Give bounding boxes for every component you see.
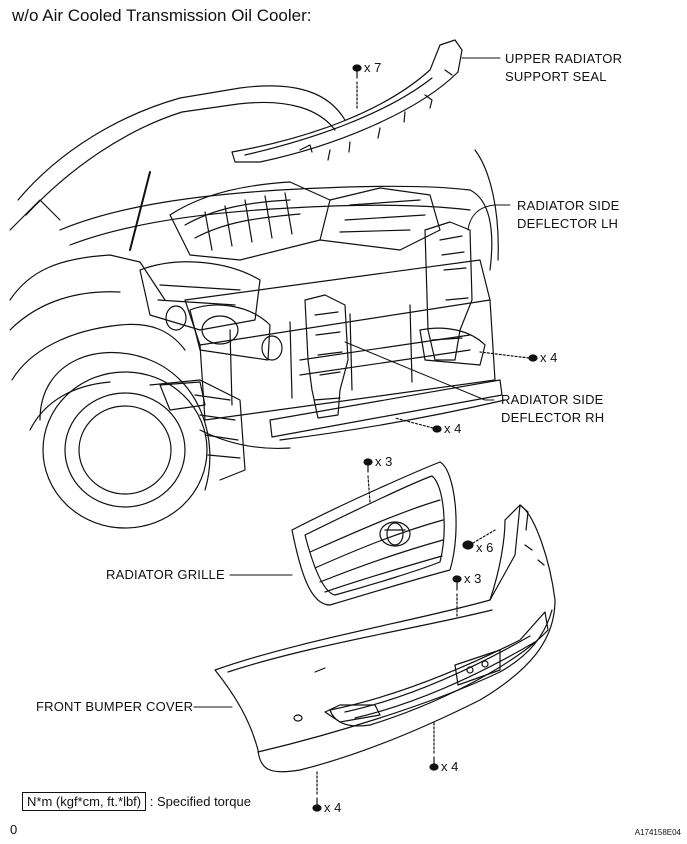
- seal-clip-icon: [352, 64, 362, 111]
- vehicle-body: [9, 85, 499, 431]
- corner-mark: 0: [10, 822, 18, 837]
- torque-unit-box: N*m (kgf*cm, ft.*lbf): [22, 792, 147, 811]
- upper-seal-label-line2: SUPPORT SEAL: [505, 69, 607, 84]
- upper-radiator-support-seal-label: UPPER RADIATOR SUPPORT SEAL: [505, 50, 622, 86]
- deflector-rh-label-line2: DEFLECTOR RH: [501, 410, 605, 425]
- radiator-side-deflector-rh-label: RADIATOR SIDE DEFLECTOR RH: [501, 391, 604, 427]
- torque-legend: N*m (kgf*cm, ft.*lbf) : Specified torque: [22, 792, 251, 811]
- grille-top-clip-icon: [363, 458, 373, 503]
- bumper-side-clip-count: x 6: [476, 540, 494, 555]
- figure-id: A174158E04: [634, 828, 681, 837]
- deflector-rh-label-line1: RADIATOR SIDE: [501, 392, 604, 407]
- grille-bottom-clip-icon: [452, 575, 462, 619]
- upper-seal-label-line1: UPPER RADIATOR: [505, 51, 623, 66]
- deflector-rh-clip-icon: [394, 417, 442, 433]
- bumper-bottom-clip-icon: [312, 771, 322, 812]
- leader-lines: [193, 57, 511, 708]
- deflector-lh-label-line2: DEFLECTOR LH: [517, 216, 619, 231]
- front-bumper-cover-label: FRONT BUMPER COVER: [36, 699, 194, 714]
- bumper-bottom-clip-count: x 4: [324, 800, 342, 815]
- radiator-side-deflector-lh: [424, 221, 473, 361]
- deflector-lh-clip-count: x 4: [540, 350, 558, 365]
- front-bumper-cover: [214, 504, 556, 773]
- seal-clip-count: x 7: [364, 60, 382, 75]
- headlamps: [189, 304, 486, 366]
- bumper-lower-clip-count: x 4: [441, 759, 459, 774]
- grille-top-clip-count: x 3: [375, 454, 393, 469]
- deflector-rh-clip-count: x 4: [444, 421, 462, 436]
- torque-legend-text: : Specified torque: [149, 794, 251, 809]
- engine: [139, 181, 441, 361]
- deflector-lh-label-line1: RADIATOR SIDE: [517, 198, 620, 213]
- bumper-side-clip-icon: [462, 529, 496, 550]
- upper-radiator-support-seal: [231, 39, 463, 163]
- grille-bottom-clip-count: x 3: [464, 571, 482, 586]
- radiator-grille-label: RADIATOR GRILLE: [106, 567, 225, 582]
- bumper-lower-clip-icon: [429, 721, 439, 771]
- radiator-side-deflector-lh-label: RADIATOR SIDE DEFLECTOR LH: [517, 197, 620, 233]
- front-wheel: [39, 352, 246, 529]
- radiator-side-deflector-rh: [304, 294, 349, 419]
- radiator-grille: [291, 461, 457, 606]
- deflector-lh-clip-icon: [479, 351, 538, 362]
- page-title: w/o Air Cooled Transmission Oil Cooler:: [12, 6, 312, 25]
